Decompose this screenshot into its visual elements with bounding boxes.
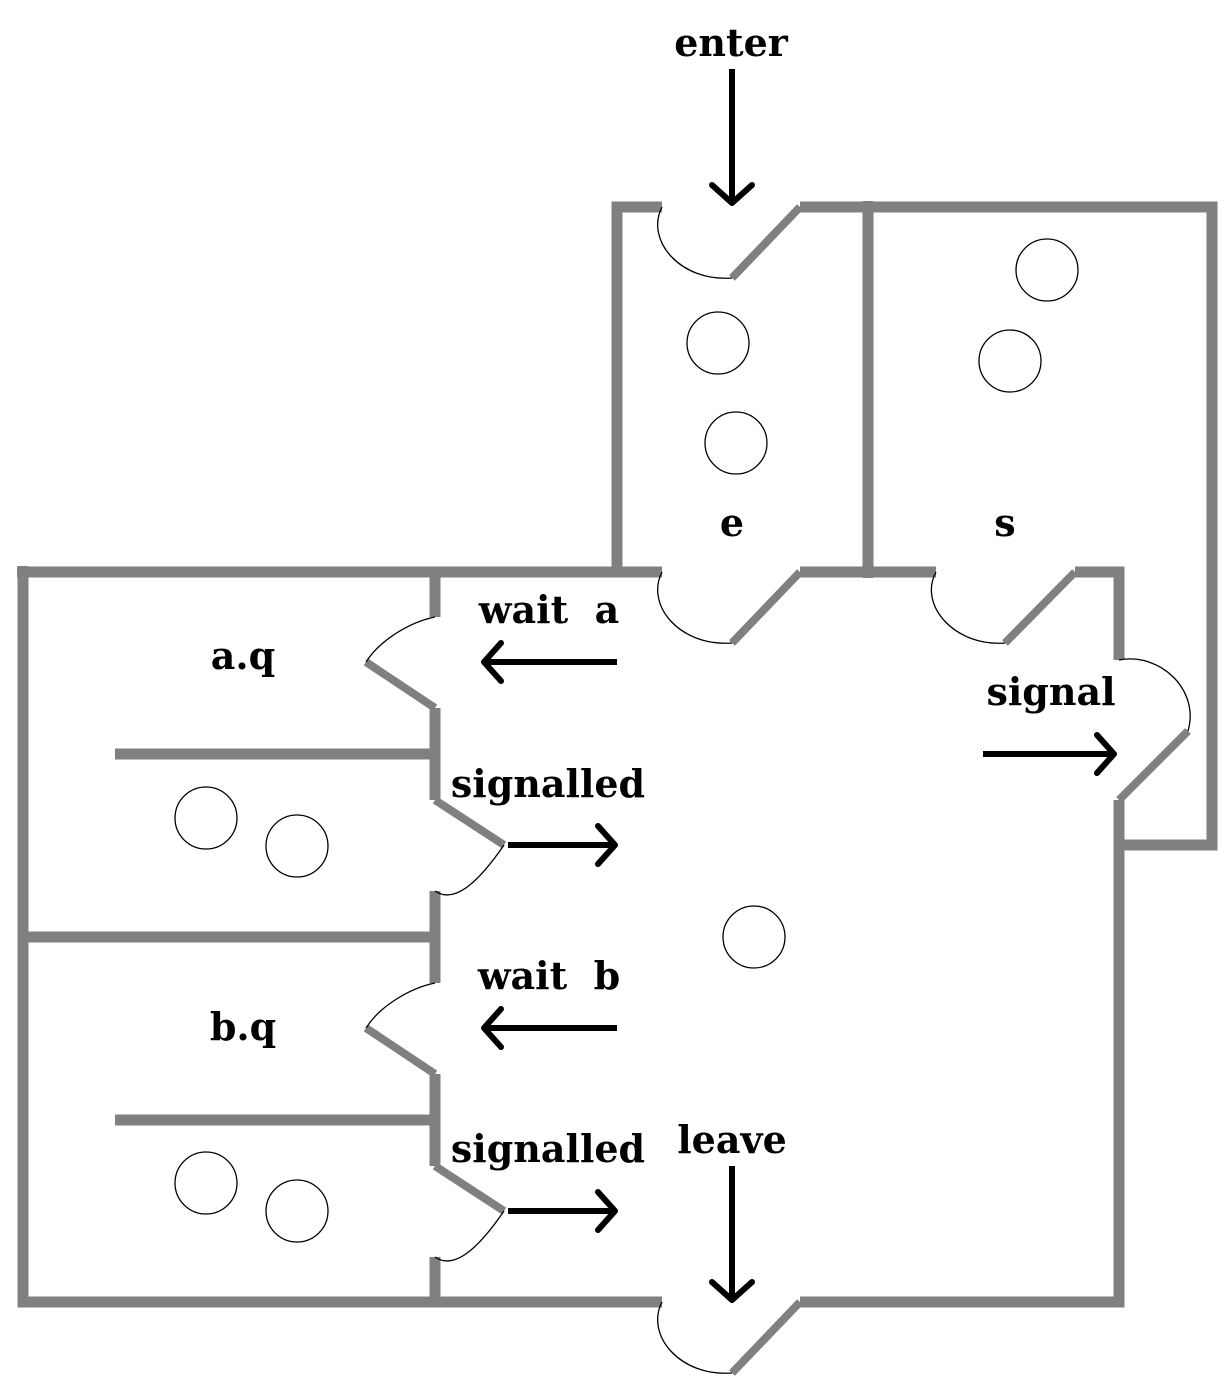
a-queue-label: a.q [211,633,275,678]
leave-door [657,1299,803,1376]
signal-room-token [1015,238,1079,302]
signal-room-token [978,329,1042,393]
signalled-b-door [432,1162,507,1262]
wait-a-door [363,616,438,712]
signal-label: signal [986,669,1115,714]
wait-a-label: wait a [478,587,619,632]
tokens [174,238,1079,1243]
signalled-a-door [432,796,507,896]
entry-to-main-door [657,569,803,646]
entry-room-token [704,411,768,475]
enter-arrow [709,69,755,206]
main-right-wall [800,800,1125,1308]
wait-a-arrow [481,640,617,684]
main-room-token [722,905,786,969]
leave-arrow [709,1166,755,1303]
enter-label: enter [674,20,789,65]
signal-room-label: s [994,500,1015,545]
leave-label: leave [677,1117,787,1162]
wait-b-door [363,982,438,1078]
wait-b-label: wait b [477,953,620,998]
signalled-a-label: signalled [451,761,645,806]
signalled-b-arrow [508,1189,618,1233]
a-queue-token [174,786,238,850]
labels: enter e s wait a a.q signal signalled wa… [210,20,1116,1171]
main-left-bottom-wall [17,566,662,1308]
signal-room-door [930,569,1078,646]
signal-room-outer-wall [868,201,1218,851]
walls [17,201,1218,1308]
b-queue-label: b.q [210,1004,276,1049]
signal-door [1116,658,1191,803]
main-top-wall-right [1075,566,1125,660]
signal-arrow [983,732,1117,776]
entry-room-left-wall [611,201,662,572]
b-queue-token [265,1179,329,1243]
signalled-b-label: signalled [451,1126,645,1171]
signalled-a-arrow [508,823,618,867]
wait-b-arrow [481,1006,617,1050]
entry-room-label: e [720,500,744,545]
arrows [481,69,1117,1303]
doors [363,204,1191,1376]
a-queue-token [265,814,329,878]
enter-door [657,204,803,281]
entry-room-token [686,311,750,375]
b-queue-token [174,1151,238,1215]
